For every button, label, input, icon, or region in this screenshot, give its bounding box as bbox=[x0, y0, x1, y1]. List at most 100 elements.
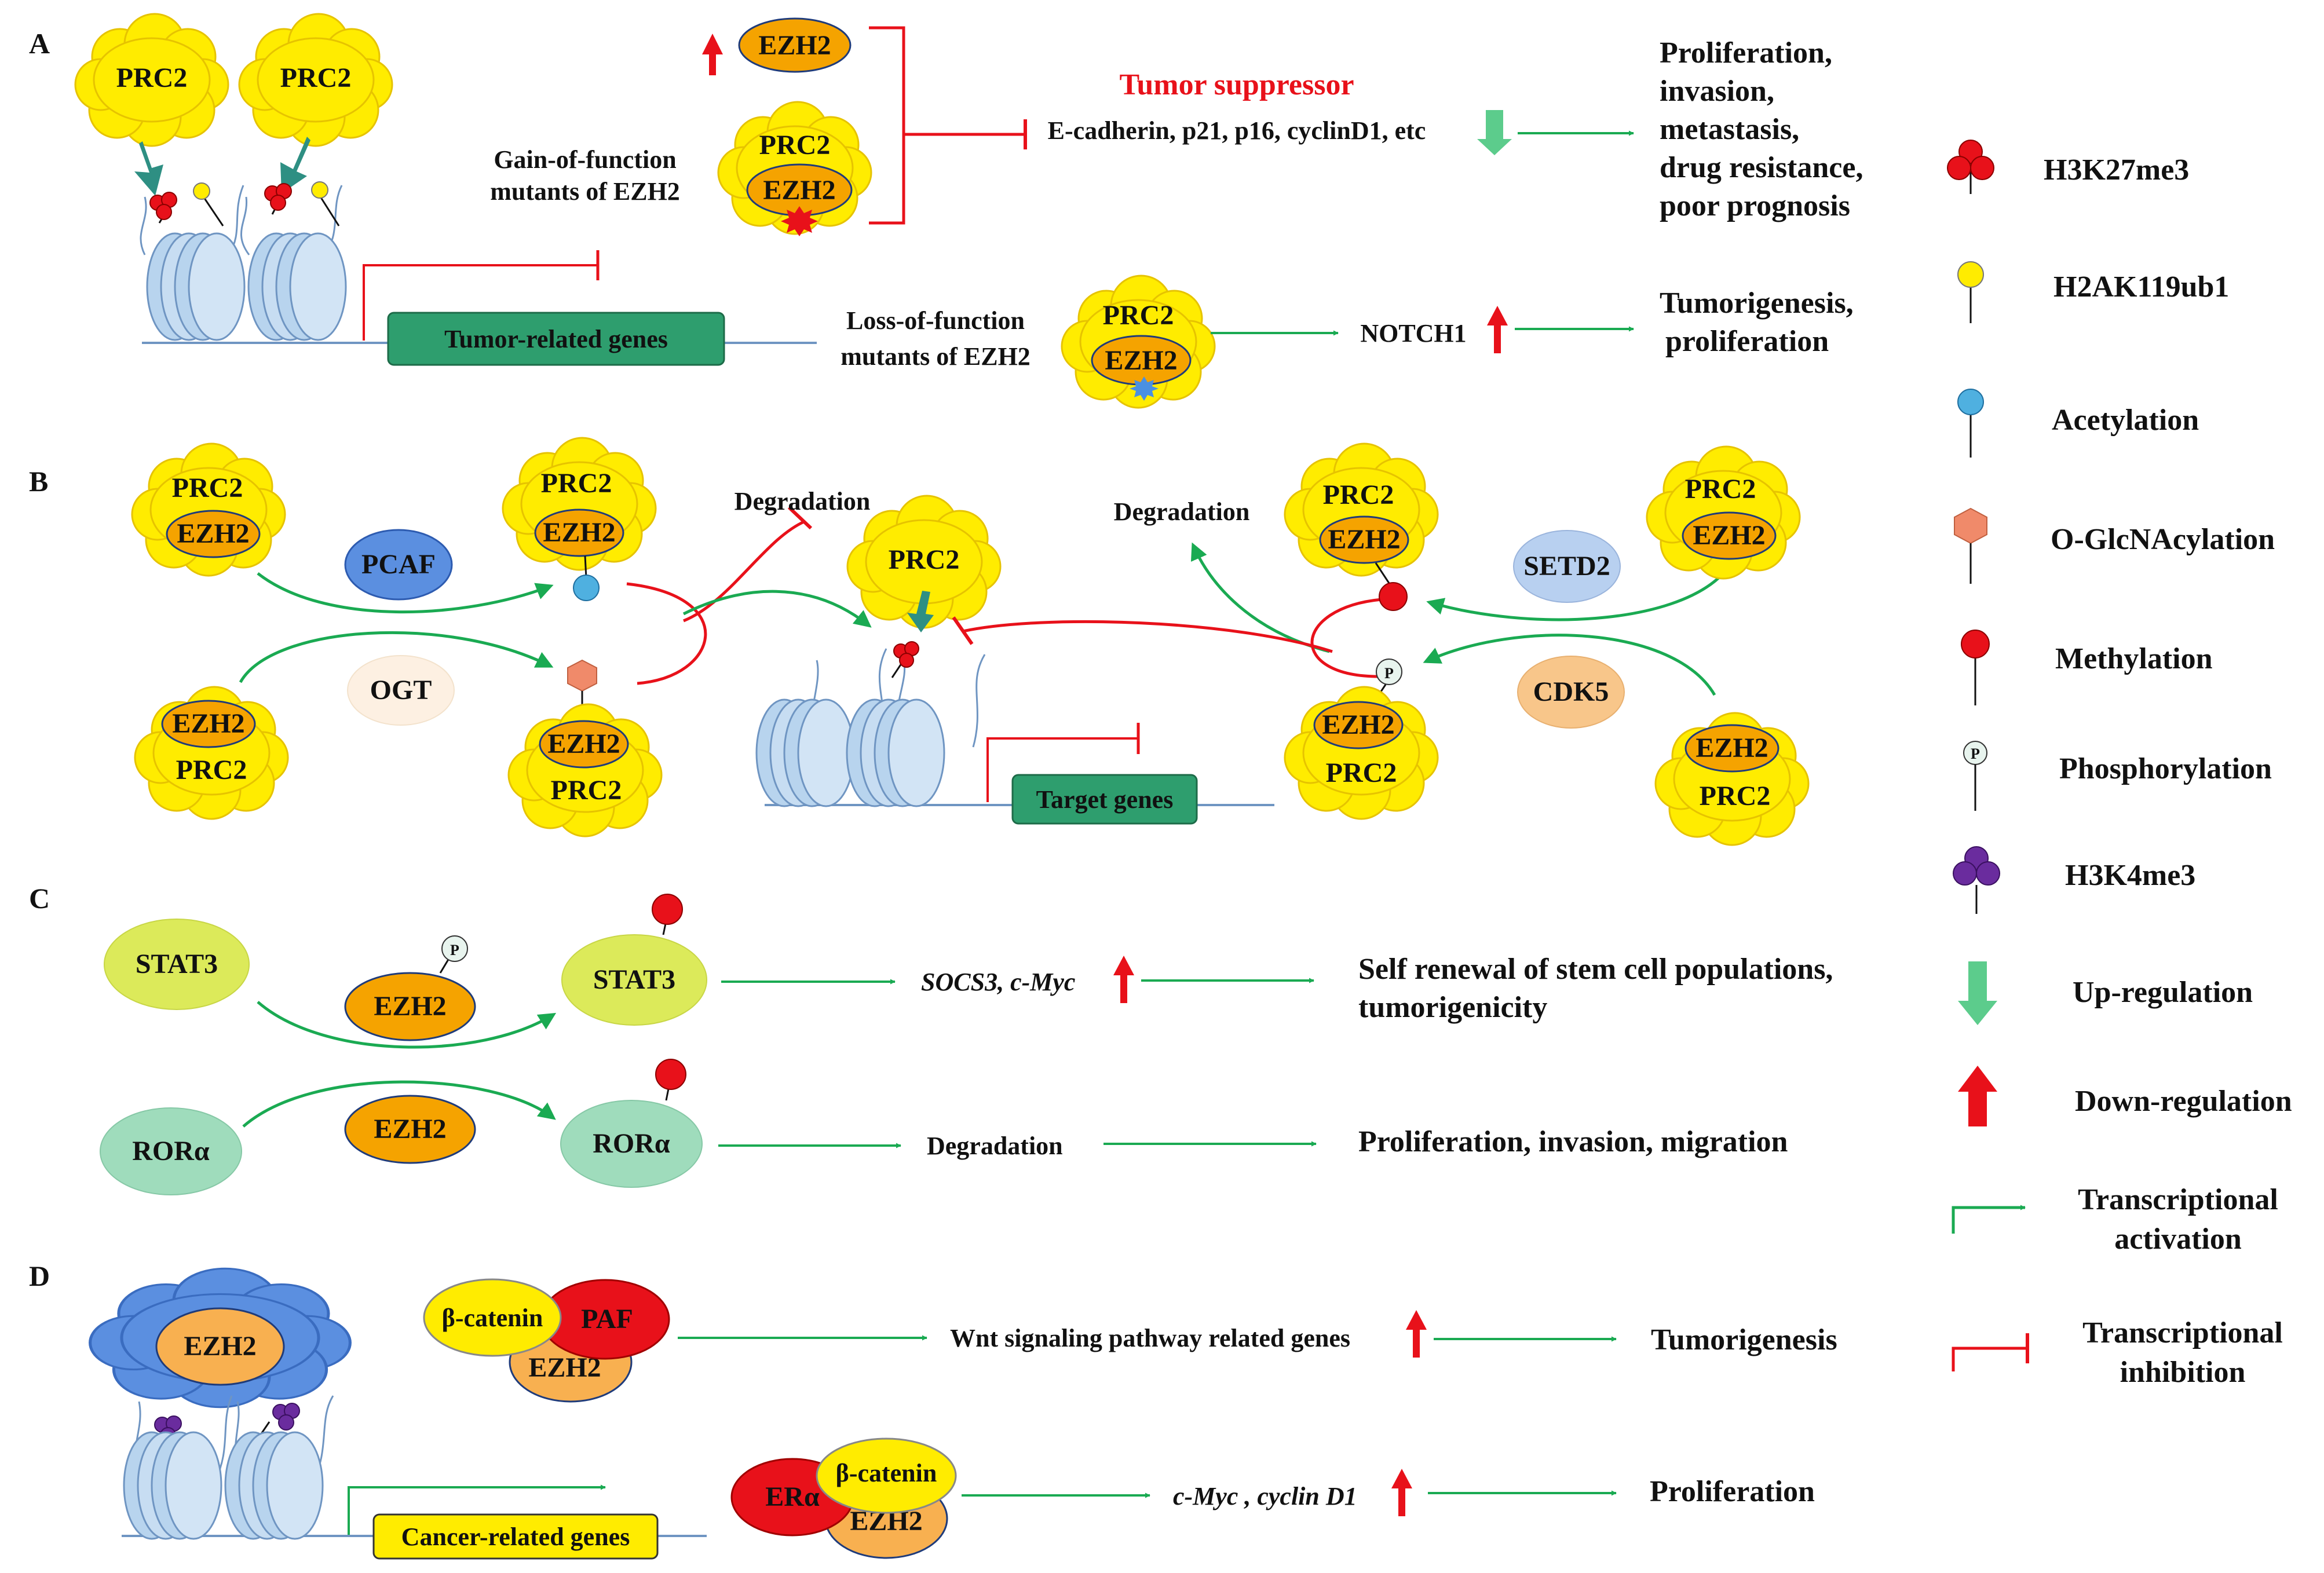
ezh2-label: EZH2 bbox=[374, 1114, 446, 1144]
panel-b: PRC2 EZH2 PCAF PRC2 EZH2 EZH2 PRC2 OGT E… bbox=[131, 437, 1810, 846]
degradation-label: Degradation bbox=[927, 1132, 1063, 1160]
cancer-related-genes-label: Cancer-related genes bbox=[401, 1523, 630, 1551]
ogt-label: OGT bbox=[370, 675, 432, 705]
ezh2-label: EZH2 bbox=[184, 1331, 256, 1362]
inhibition-line bbox=[986, 737, 1138, 802]
panel-a: PRC2 PRC2 Tumor-related genes bbox=[74, 13, 1863, 409]
methylation-legend-icon bbox=[1961, 630, 1990, 659]
prc2-label: PRC2 bbox=[1326, 758, 1397, 788]
legend-label: Methylation bbox=[2055, 642, 2213, 675]
activation-arrow bbox=[1426, 572, 1724, 621]
recruit-arrow bbox=[280, 137, 310, 193]
activation-arrow bbox=[348, 1484, 606, 1535]
panel-label-a: A bbox=[29, 27, 50, 60]
acetylation-mark bbox=[573, 575, 600, 601]
inhibition-line bbox=[962, 620, 1333, 653]
acetylation-legend-icon bbox=[1957, 389, 1984, 415]
beta-catenin-ellipse bbox=[423, 1278, 562, 1357]
activation-arrow bbox=[239, 631, 554, 683]
ezh2-ellipse bbox=[1682, 511, 1777, 560]
bracket bbox=[869, 26, 905, 225]
loss-of-function-label: Loss-of-function bbox=[846, 306, 1025, 335]
gain-mutation-icon bbox=[781, 206, 818, 236]
ezh2-ellipse bbox=[539, 720, 629, 769]
oglcnac-legend-icon bbox=[1954, 507, 1987, 544]
prc2-label: PRC2 bbox=[551, 775, 622, 806]
activation-arrow bbox=[257, 572, 554, 613]
prc2-label: PRC2 bbox=[1685, 474, 1756, 504]
inhibition-line bbox=[363, 264, 598, 341]
up-arrow-icon bbox=[1406, 1310, 1427, 1358]
panel-label-c: C bbox=[29, 882, 50, 914]
ezh2-ellipse bbox=[344, 972, 476, 1041]
pcaf-ellipse bbox=[344, 529, 453, 601]
nucleosome bbox=[224, 1431, 324, 1540]
legend-label: Up-regulation bbox=[2073, 976, 2253, 1009]
phospho-symbol: P bbox=[450, 942, 459, 959]
phospho-symbol: P bbox=[1971, 745, 1980, 762]
cdk5-label: CDK5 bbox=[1533, 676, 1609, 707]
legend-label: O-GlcNAcylation bbox=[2051, 523, 2275, 556]
up-arrow-icon bbox=[1487, 306, 1508, 353]
green-arrow-legend-icon bbox=[1958, 961, 1997, 1025]
outcome-text: drug resistance, bbox=[1660, 151, 1863, 184]
recruit-arrow bbox=[907, 591, 934, 632]
up-arrow-icon bbox=[1391, 1469, 1412, 1516]
cancer-related-genes-box bbox=[372, 1513, 659, 1560]
target-genes-label: Target genes bbox=[1036, 785, 1174, 814]
ezh2-label: EZH2 bbox=[1328, 524, 1400, 555]
methylation-mark bbox=[652, 894, 683, 925]
down-arrow-icon bbox=[1477, 110, 1512, 155]
prc2-label: PRC2 bbox=[889, 544, 960, 575]
setd2-label: SETD2 bbox=[1523, 551, 1610, 581]
gain-of-function-label: Gain-of-function bbox=[494, 145, 676, 174]
activation-arrow bbox=[1423, 634, 1716, 696]
methylation-mark bbox=[655, 1059, 686, 1090]
outcome-text: Self renewal of stem cell populations, bbox=[1358, 953, 1833, 986]
prc2-label: PRC2 bbox=[1700, 781, 1771, 811]
ezh2-ellipse bbox=[1684, 724, 1779, 773]
outcome-text: poor prognosis bbox=[1660, 189, 1850, 222]
wnt-genes-label: Wnt signaling pathway related genes bbox=[950, 1324, 1350, 1352]
legend-label: H3K4me3 bbox=[2065, 859, 2195, 892]
inhibition-line bbox=[626, 582, 707, 685]
loss-of-function-label-2: mutants of EZH2 bbox=[841, 342, 1031, 371]
activation-legend-icon bbox=[1952, 1205, 2026, 1234]
tumor-related-genes-label: Tumor-related genes bbox=[444, 325, 668, 353]
ezh2-label: EZH2 bbox=[758, 30, 831, 61]
stat3-ellipse bbox=[561, 934, 707, 1026]
red-arrow-legend-icon bbox=[1958, 1066, 1997, 1126]
h2ak119ub1-mark bbox=[311, 181, 328, 199]
up-arrow-icon bbox=[1113, 956, 1134, 1003]
loss-mutation-icon bbox=[1130, 376, 1159, 401]
ezh2-label: EZH2 bbox=[763, 175, 835, 206]
panel-d: EZH2 Cancer-related genes EZH2 PAF β-cat… bbox=[90, 1268, 1837, 1560]
activation-arrow bbox=[257, 1001, 557, 1049]
ezh2-ellipse bbox=[155, 1307, 285, 1386]
outcome-text: Tumorigenesis, bbox=[1660, 287, 1854, 320]
setd2-ellipse bbox=[1513, 530, 1621, 603]
recruit-arrow bbox=[134, 141, 163, 196]
panel-label-b: B bbox=[29, 465, 48, 497]
prc2-label: PRC2 bbox=[1323, 480, 1394, 510]
legend-label: Down-regulation bbox=[2075, 1085, 2292, 1118]
ezh2-label: EZH2 bbox=[547, 729, 620, 759]
socs3-cmyc-label: SOCS3, c-Myc bbox=[921, 968, 1075, 996]
ezh2-ellipse bbox=[534, 509, 624, 557]
ezh2-label: EZH2 bbox=[1322, 709, 1394, 740]
era-label: ERα bbox=[765, 1481, 820, 1512]
target-genes-box bbox=[1011, 774, 1198, 825]
outcome-text: Proliferation bbox=[1650, 1475, 1815, 1508]
prc2-label: PRC2 bbox=[176, 755, 247, 785]
outcome-text: Proliferation, invasion, migration bbox=[1358, 1125, 1788, 1158]
gain-of-function-label-2: mutants of EZH2 bbox=[490, 177, 680, 206]
stat3-label: STAT3 bbox=[593, 964, 675, 995]
inhibition-line bbox=[683, 520, 806, 623]
rora-ellipse bbox=[560, 1100, 703, 1188]
histone-tail bbox=[240, 196, 250, 255]
suppressor-genes-label: E-cadherin, p21, p16, cyclinD1, etc bbox=[1048, 116, 1426, 145]
inhibition-legend-icon bbox=[1952, 1347, 2027, 1371]
h2ak119ub1-mark bbox=[193, 182, 210, 200]
degradation-label: Degradation bbox=[1114, 497, 1250, 526]
